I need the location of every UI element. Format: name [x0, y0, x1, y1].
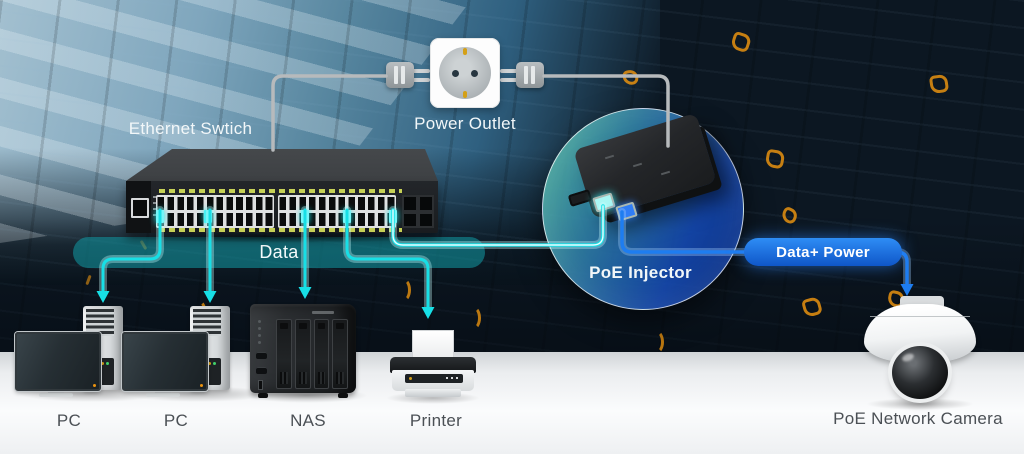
- ethernet-plug-icon: [301, 210, 309, 223]
- switch-status-leds: [153, 196, 156, 220]
- switch-endcap: [126, 181, 151, 233]
- ethernet-plug-icon: [204, 210, 212, 223]
- monitor-led: [93, 384, 96, 387]
- console-port-icon: [131, 198, 149, 218]
- pc-drive-bays: [86, 309, 114, 336]
- power-outlet-icon: [430, 38, 500, 108]
- power-plug-icon: [386, 62, 414, 88]
- monitor-stand: [155, 389, 171, 394]
- power-plug-icon: [516, 62, 544, 88]
- socket-clip: [463, 91, 467, 98]
- plug-prong: [412, 78, 430, 82]
- data-band-label: Data: [259, 242, 299, 262]
- nas-logo: [312, 311, 334, 314]
- outlet-socket: [439, 47, 491, 99]
- injector-mount-tab: [567, 189, 593, 207]
- printer-output-tray: [405, 389, 461, 397]
- rj45-port-block: [156, 195, 274, 228]
- port-led-strip: [159, 189, 402, 193]
- printer-label: Printer: [409, 411, 463, 430]
- nas-body: [250, 304, 356, 393]
- nas-foot: [258, 393, 268, 398]
- nas-control-panel: [256, 320, 270, 386]
- ethernet-plug-icon: [156, 210, 164, 223]
- socket-clip: [463, 48, 467, 55]
- camera-mount: [900, 296, 944, 306]
- monitor-stand-base: [146, 393, 180, 397]
- drive-bay: [294, 319, 311, 389]
- camera-dome-lens: [892, 346, 948, 399]
- ethernet-switch-device: [118, 145, 444, 245]
- pc-desktop-device: [15, 300, 167, 400]
- power-outlet-label: Power Outlet: [414, 114, 516, 133]
- plug-prong: [500, 78, 518, 82]
- monitor-led: [200, 384, 203, 387]
- printer-body: [392, 370, 474, 391]
- socket-hole: [471, 70, 478, 77]
- nas-button: [256, 352, 267, 359]
- camera-seam: [870, 316, 970, 317]
- printer-led: [409, 377, 412, 380]
- nas-led: [258, 327, 261, 330]
- orange-accent-icon: [465, 306, 481, 330]
- drive-bay: [276, 319, 292, 389]
- pc-monitor: [122, 332, 208, 391]
- ethernet-plug-icon: [343, 210, 351, 223]
- pc-desktop-device: [122, 300, 274, 400]
- camera-label: PoE Network Camera: [833, 409, 1003, 428]
- pc-drive-bays: [193, 309, 221, 336]
- nas-foot: [338, 393, 348, 398]
- rj45-port-block: [278, 195, 396, 228]
- printer-buttons: [456, 377, 458, 379]
- power-led: [106, 362, 109, 365]
- pc1-label: PC: [56, 411, 82, 430]
- drive-bay: [313, 319, 330, 389]
- poe-injector-device: [565, 112, 740, 233]
- server-room-background: [0, 0, 1024, 352]
- monitor-stand: [48, 389, 64, 394]
- nas-button: [256, 367, 267, 374]
- printer-device: [390, 330, 476, 400]
- nas-led: [258, 320, 261, 323]
- monitor-stand-base: [39, 393, 73, 397]
- sfp-port-block: [402, 195, 434, 228]
- printer-control-panel: [405, 374, 463, 383]
- orange-accent-icon: [395, 278, 411, 302]
- port-led-strip: [159, 228, 402, 232]
- usb-port-icon: [258, 380, 263, 390]
- nas-led: [258, 341, 261, 344]
- switch-top-face: [126, 149, 438, 181]
- socket-hole: [452, 70, 459, 77]
- power-led: [213, 362, 216, 365]
- poe-camera-device: [862, 296, 978, 408]
- floor-shadow: [866, 398, 974, 410]
- data-power-badge-label: Data+ Power: [776, 243, 870, 261]
- nas-drive-bays: [276, 319, 348, 389]
- pc2-label: PC: [163, 411, 189, 430]
- nas-led: [258, 334, 261, 337]
- printer-top: [390, 357, 476, 373]
- drive-bay: [332, 319, 348, 389]
- pc-monitor: [15, 332, 101, 391]
- switch-front-face: [126, 181, 438, 233]
- plug-prong: [412, 69, 430, 73]
- poe-injector-label: PoE Injector: [589, 263, 692, 282]
- plug-prong: [500, 69, 518, 73]
- nas-label: NAS: [290, 411, 326, 430]
- orange-accent-icon: [648, 330, 664, 352]
- ethernet-plug-icon: [389, 210, 397, 223]
- data-power-badge: Data+ Power: [744, 238, 902, 266]
- ethernet-switch-label: Ethernet Swtich: [128, 119, 253, 138]
- nas-device: [250, 300, 364, 400]
